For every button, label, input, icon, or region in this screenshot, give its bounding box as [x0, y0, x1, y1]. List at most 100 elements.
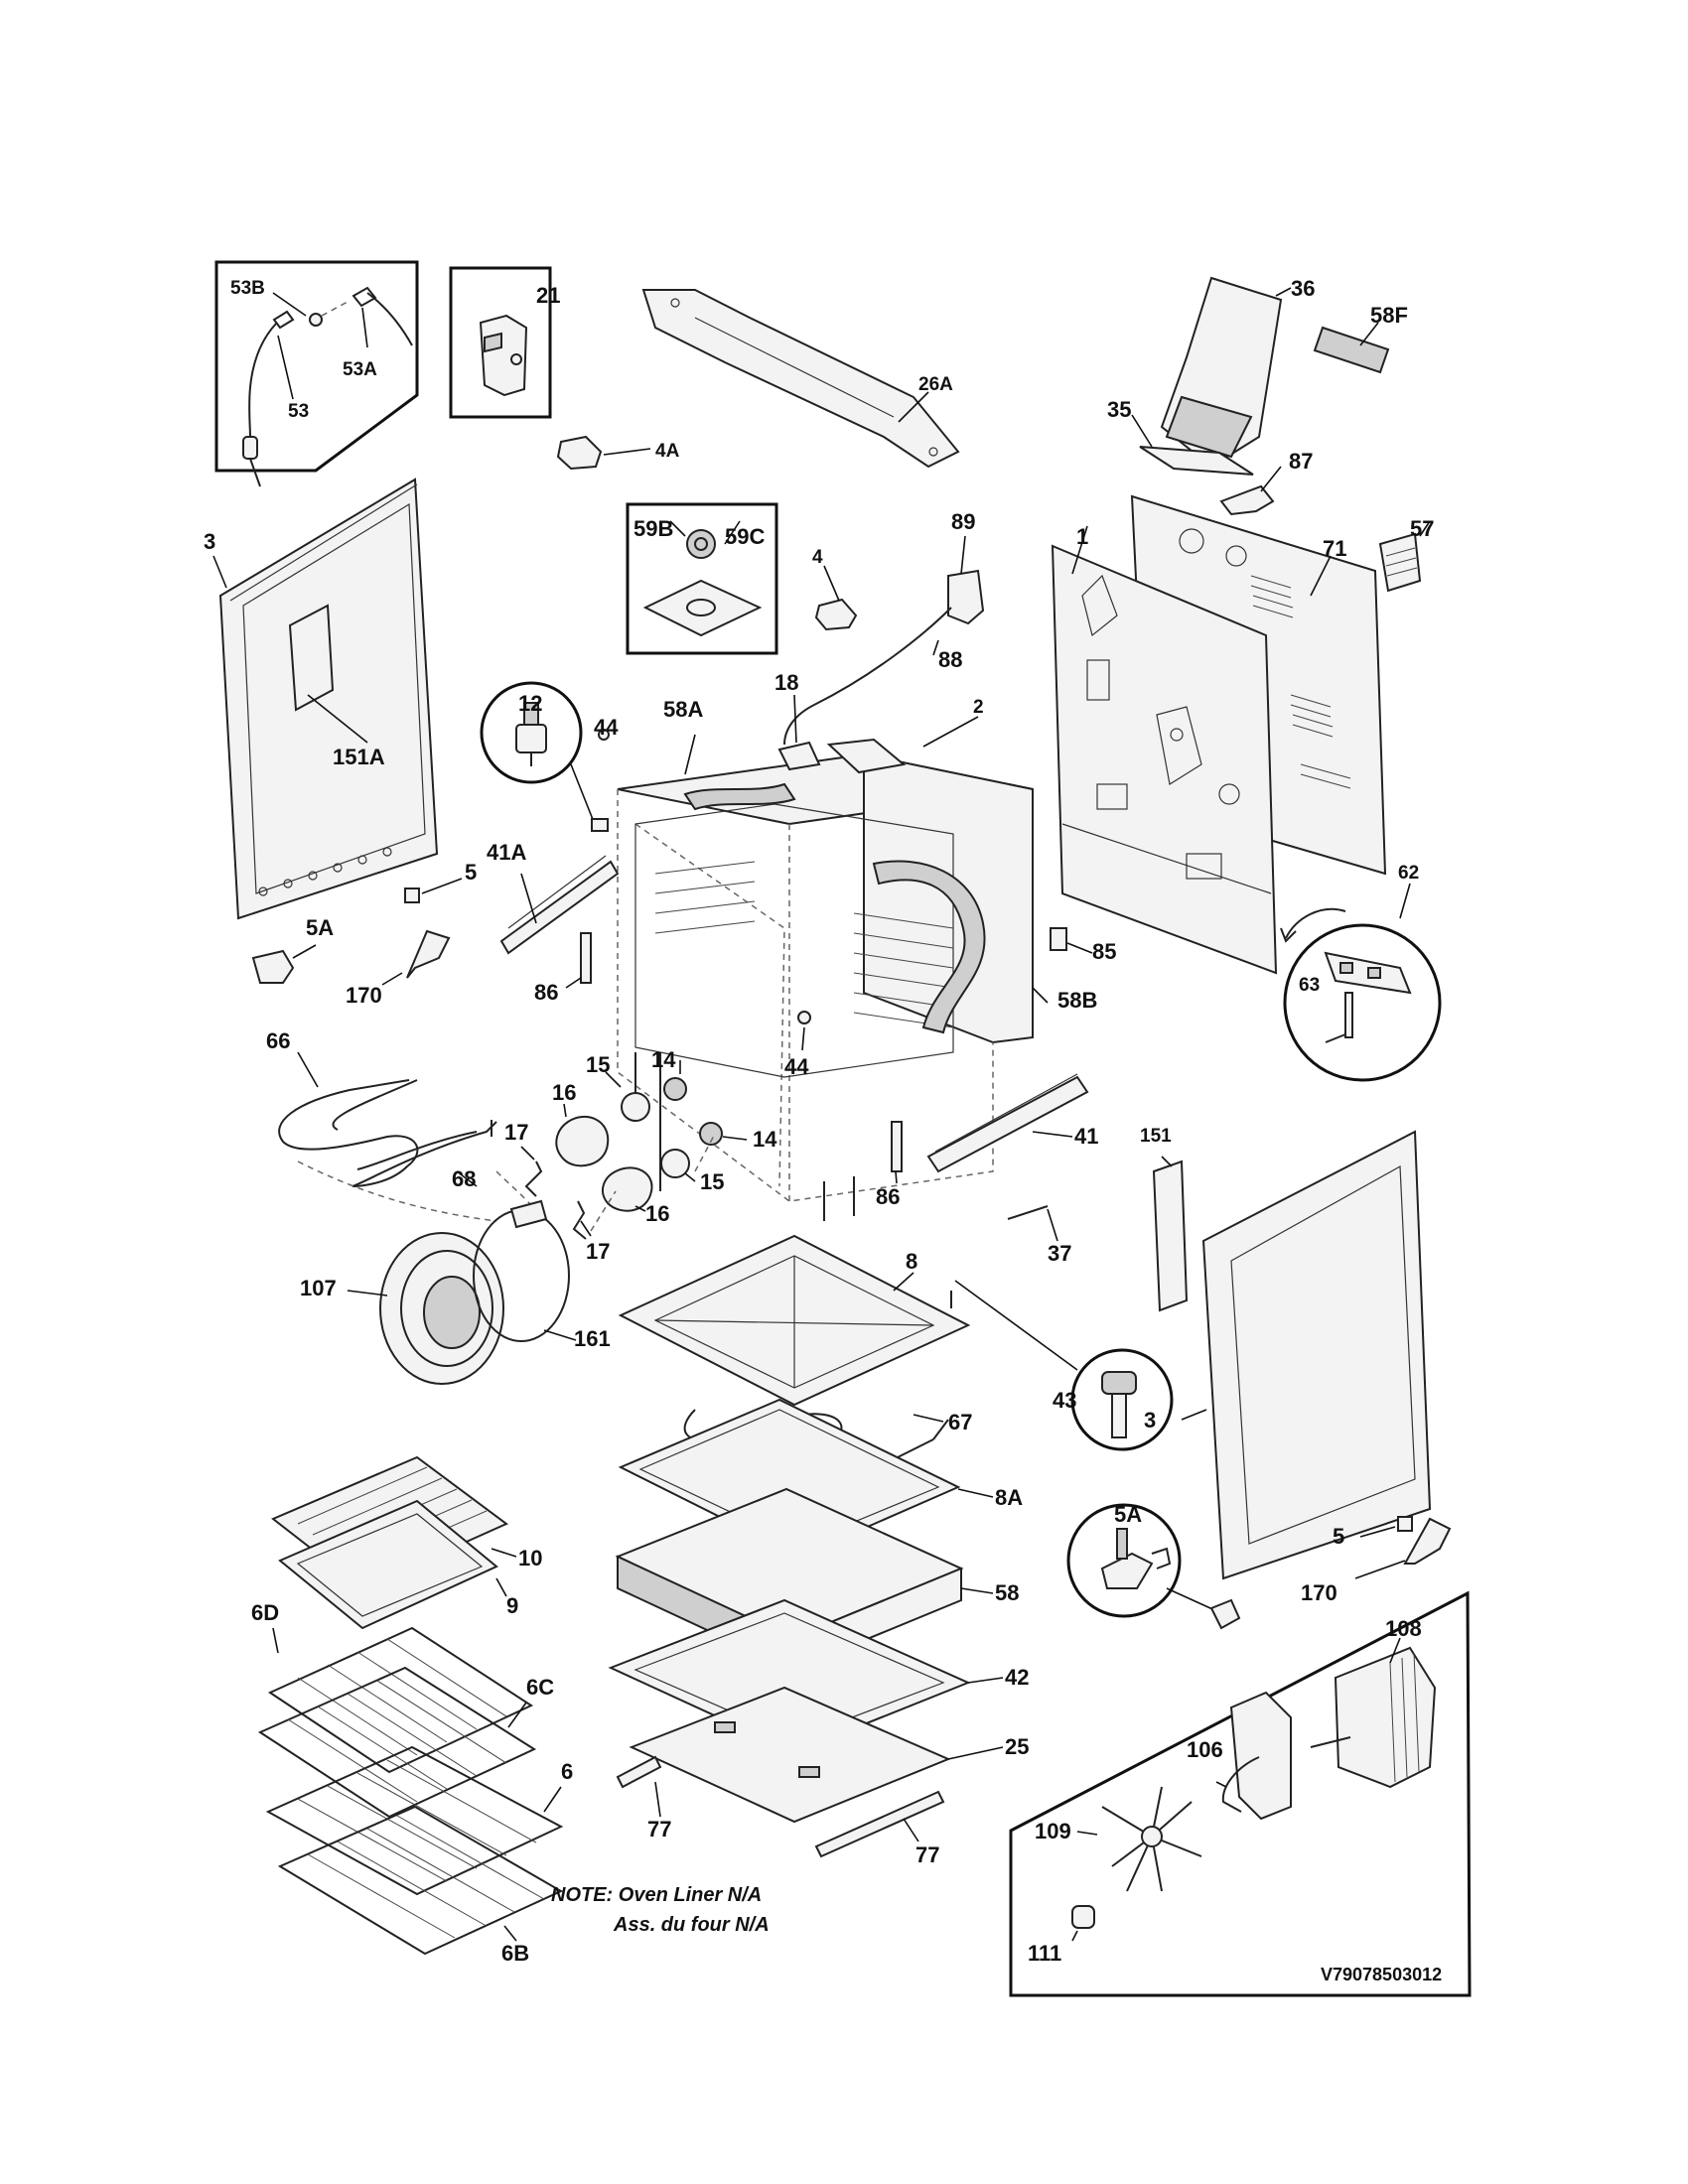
rack-6D — [267, 1626, 534, 1774]
callout-86-top: 86 — [534, 980, 558, 1005]
callout-4A: 4A — [655, 441, 680, 462]
callout-63: 63 — [1299, 975, 1320, 996]
callout-106: 106 — [1187, 1737, 1223, 1762]
part-1-back-panel — [1051, 525, 1278, 975]
note-line-1: NOTE: Oven Liner N/A — [551, 1884, 762, 1906]
rack-6 — [265, 1745, 564, 1896]
inset-circle-12 — [480, 681, 609, 832]
callout-10: 10 — [518, 1546, 542, 1570]
callout-151A: 151A — [333, 745, 385, 769]
callout-66: 66 — [266, 1028, 290, 1053]
callout-170-left: 170 — [346, 983, 382, 1008]
part-26A-bracket — [641, 289, 960, 469]
callout-21: 21 — [536, 283, 560, 308]
callout-12: 12 — [518, 691, 542, 716]
part-57-vent — [1378, 520, 1431, 593]
callout-62: 62 — [1398, 863, 1419, 884]
callout-59C: 59C — [725, 524, 765, 549]
callout-111: 111 — [1028, 1941, 1061, 1966]
part-66-element — [278, 1051, 497, 1187]
callout-37: 37 — [1048, 1241, 1071, 1266]
callout-17-top: 17 — [504, 1120, 528, 1145]
callout-16-bot: 16 — [645, 1201, 669, 1226]
callout-107: 107 — [300, 1276, 337, 1300]
part-77-rail-left — [616, 1755, 662, 1818]
inset-59B-59C — [626, 502, 778, 655]
part-4-89-88 — [783, 535, 985, 746]
part-87-bracket — [1219, 466, 1282, 516]
callout-108: 108 — [1385, 1616, 1422, 1641]
hinge-left — [251, 878, 463, 986]
callout-85: 85 — [1092, 939, 1116, 964]
inset-circle-43 — [950, 1280, 1174, 1451]
callout-68: 68 — [452, 1166, 476, 1191]
callout-14-top: 14 — [651, 1047, 676, 1072]
callout-8A: 8A — [995, 1485, 1023, 1510]
inset-probe — [214, 260, 419, 487]
callout-67: 67 — [948, 1410, 972, 1434]
part-107-fan-cover — [347, 1232, 504, 1385]
callout-77-left: 77 — [647, 1817, 671, 1842]
callout-109: 109 — [1035, 1819, 1071, 1843]
callout-14-bot: 14 — [753, 1127, 777, 1152]
callout-16-top: 16 — [552, 1080, 576, 1105]
callout-151: 151 — [1140, 1126, 1172, 1147]
oven-cavity — [598, 694, 1049, 1221]
part-35-plate — [1131, 414, 1254, 476]
callout-53: 53 — [288, 401, 309, 422]
part-3-left-door — [212, 478, 439, 920]
part-86-bracket-top — [565, 932, 592, 989]
part-41A-rail — [499, 855, 620, 955]
part-85-block — [1050, 927, 1093, 954]
callout-58: 58 — [995, 1580, 1019, 1605]
part-25-bottom — [629, 1686, 1004, 1824]
callout-labels: 53B 53A 53 21 26A 4A 36 58F 35 87 57 1 7… — [204, 276, 1434, 1966]
callout-59B: 59B — [633, 516, 673, 541]
callout-89: 89 — [951, 509, 975, 534]
part-161-ring — [473, 1199, 577, 1342]
callout-6C: 6C — [526, 1675, 554, 1700]
callout-58F: 58F — [1370, 303, 1408, 328]
drawing-code: V79078503012 — [1321, 1965, 1442, 1984]
inset-circle-62 — [1280, 883, 1442, 1082]
callout-5A-right: 5A — [1114, 1502, 1142, 1527]
callout-36: 36 — [1291, 276, 1315, 301]
callout-58B: 58B — [1057, 988, 1097, 1013]
callout-88: 88 — [938, 647, 962, 672]
part-3-right-door — [1181, 1130, 1432, 1580]
callout-4: 4 — [812, 547, 823, 568]
callout-170-right: 170 — [1301, 1580, 1337, 1605]
callout-77-right: 77 — [915, 1843, 939, 1867]
part-58F-label — [1313, 322, 1390, 374]
part-151-bracket — [1152, 1156, 1189, 1312]
hinge-right — [1066, 1503, 1452, 1630]
callout-35: 35 — [1107, 397, 1131, 422]
callout-5A-left: 5A — [306, 915, 334, 940]
callout-71: 71 — [1323, 536, 1346, 561]
inset-part-21 — [449, 266, 552, 419]
callout-58A: 58A — [663, 697, 703, 722]
callout-2: 2 — [973, 697, 984, 718]
inset-convection-fan — [1009, 1590, 1472, 1997]
callout-41A: 41A — [487, 840, 526, 865]
part-86-bracket-bot — [891, 1121, 903, 1184]
callout-3-left: 3 — [204, 529, 215, 554]
callout-6D: 6D — [251, 1600, 279, 1625]
part-36-hood — [1160, 276, 1292, 469]
callout-42: 42 — [1005, 1665, 1029, 1690]
callout-1: 1 — [1076, 524, 1088, 549]
part-77-rail-right — [814, 1790, 945, 1858]
callout-87: 87 — [1289, 449, 1313, 474]
callout-8: 8 — [906, 1249, 917, 1274]
callout-5-right: 5 — [1333, 1524, 1344, 1549]
callout-41: 41 — [1074, 1124, 1098, 1149]
callout-9: 9 — [506, 1593, 518, 1618]
callout-15-bot: 15 — [700, 1169, 724, 1194]
callout-86-bot: 86 — [876, 1184, 900, 1209]
callout-44-top: 44 — [594, 715, 619, 740]
part-8-floor — [618, 1234, 971, 1407]
callout-15-top: 15 — [586, 1052, 610, 1077]
callout-43: 43 — [1053, 1388, 1076, 1413]
lamp-assembly — [520, 1060, 748, 1240]
